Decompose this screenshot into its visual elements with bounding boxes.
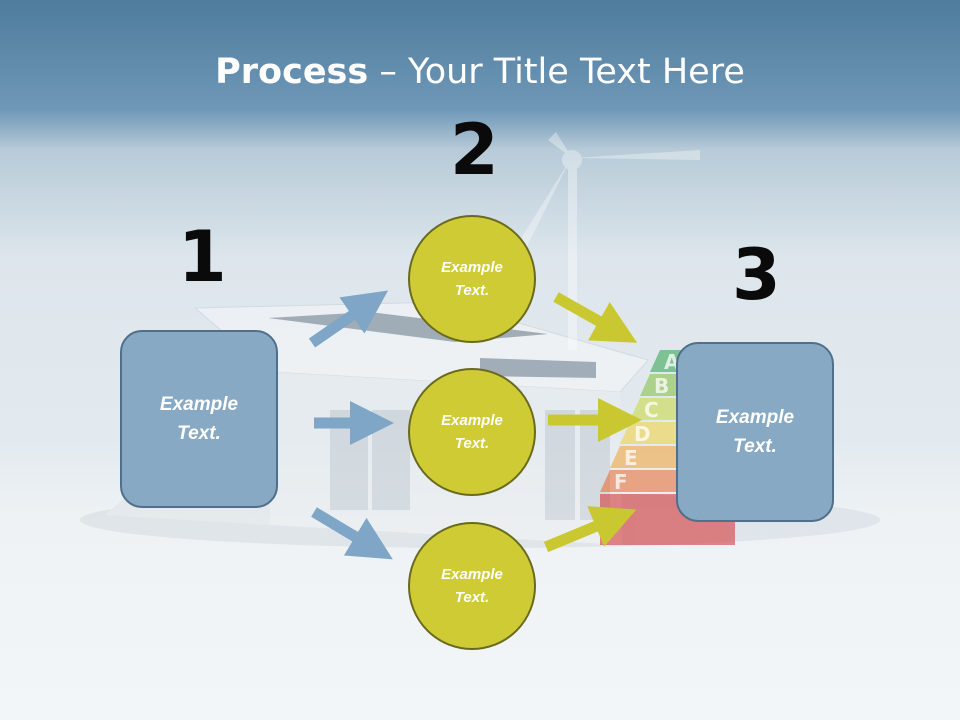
step-3-box: Example Text. xyxy=(676,342,834,522)
step-2-circle-middle: Example Text. xyxy=(408,368,536,496)
title-rest: – Your Title Text Here xyxy=(368,52,745,92)
energy-label-letter: F xyxy=(614,470,628,494)
step-number-2: 2 xyxy=(450,109,499,191)
arrow-circle-bottom-to-box3 xyxy=(543,506,637,553)
energy-label-letter: C xyxy=(644,398,659,422)
energy-label-letter: E xyxy=(624,446,638,470)
slide-title: Process – Your Title Text Here xyxy=(0,52,960,92)
step-1-text: Example Text. xyxy=(159,394,239,444)
step-3-text: Example Text. xyxy=(715,407,795,457)
arrow-circle-top-to-box3 xyxy=(553,292,638,343)
wind-turbine-illustration xyxy=(515,132,700,350)
step-2-circle-bottom: Example Text. xyxy=(408,522,536,650)
circle-top-text: Example Text. xyxy=(441,259,503,299)
step-2-circle-top: Example Text. xyxy=(408,215,536,343)
step-number-1: 1 xyxy=(178,216,227,298)
step-1-box: Example Text. xyxy=(120,330,278,508)
step-number-3: 3 xyxy=(732,234,781,316)
circle-bottom-text: Example Text. xyxy=(441,566,503,606)
circle-middle-text: Example Text. xyxy=(441,412,503,452)
title-bold: Process xyxy=(215,52,369,92)
arrow-box1-to-circle-top xyxy=(308,290,389,348)
energy-label-letter: B xyxy=(654,374,669,398)
arrow-box1-to-circle-bottom xyxy=(311,507,393,560)
